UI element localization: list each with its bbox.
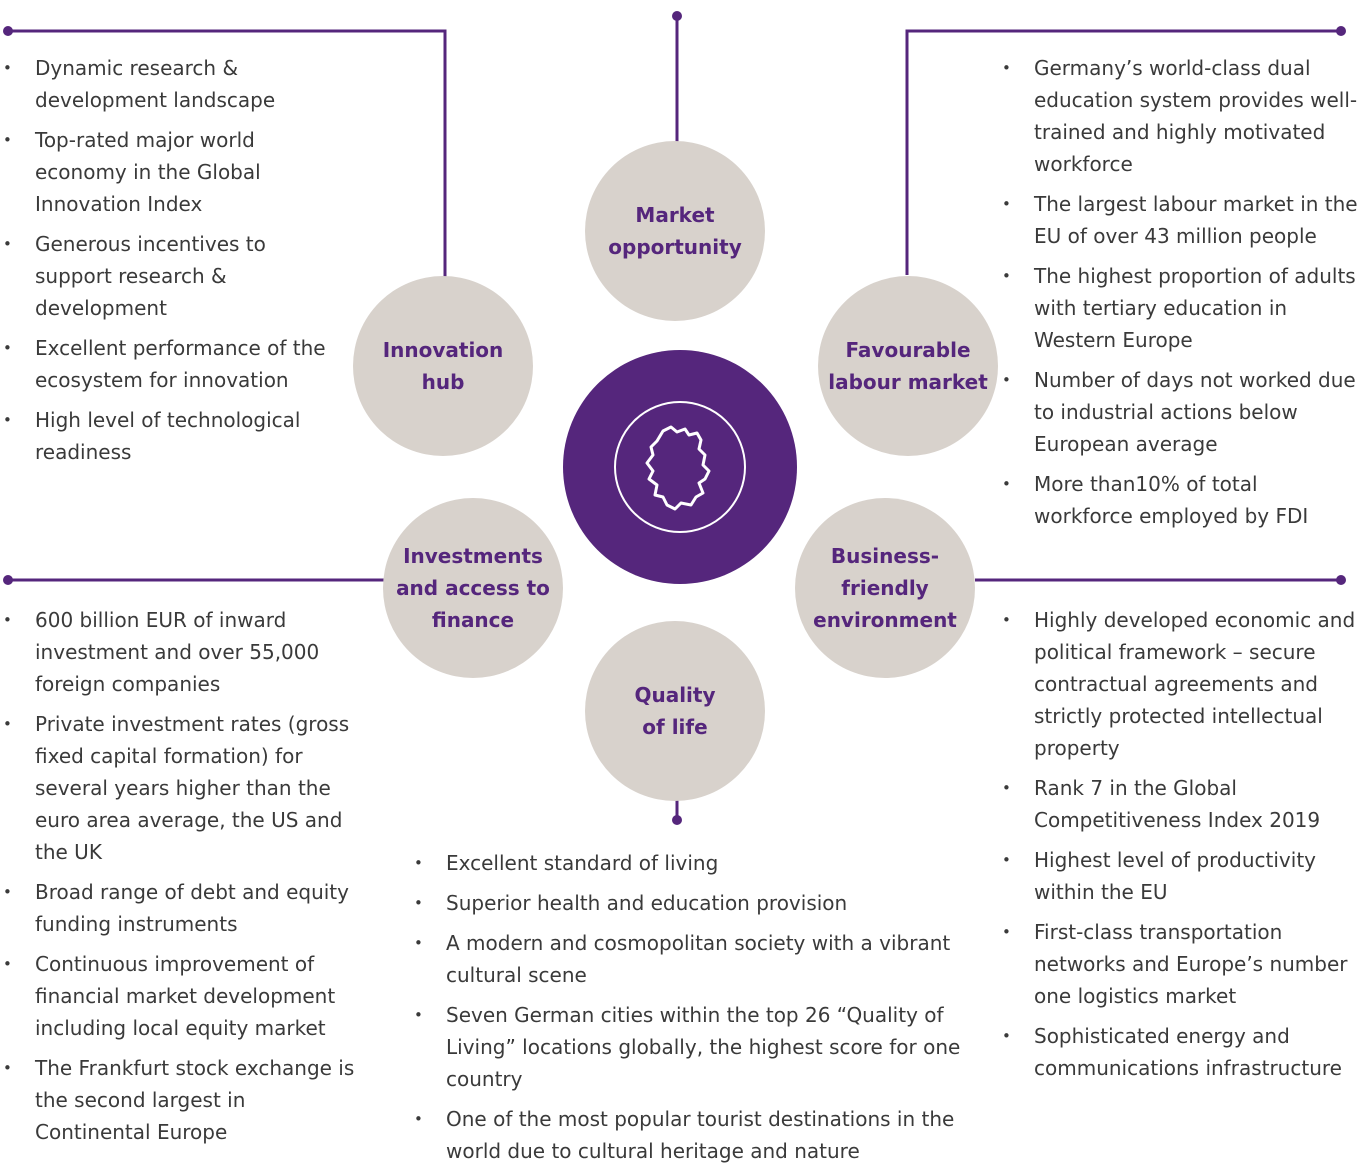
business-list: Highly developed economic and political … xyxy=(1000,604,1360,1092)
business-environment-circle: Business- friendly environment xyxy=(795,498,975,678)
bullet-item: Continuous improvement of financial mark… xyxy=(1,948,363,1044)
market-opportunity-label: Market opportunity xyxy=(608,203,742,259)
connector-dot xyxy=(672,11,682,21)
bullet-item: One of the most popular tourist destinat… xyxy=(412,1103,977,1167)
bullet-item: Private investment rates (gross fixed ca… xyxy=(1,708,363,868)
market-opportunity-circle: Market opportunity xyxy=(585,141,765,321)
innovation-list: Dynamic research & development landscape… xyxy=(1,52,346,476)
bullet-item: The Frankfurt stock exchange is the seco… xyxy=(1,1052,363,1148)
labour-list: Germany’s world-class dual education sys… xyxy=(1000,52,1360,540)
investments-label: Investments and access to finance xyxy=(396,544,550,632)
connector-dot xyxy=(3,575,13,585)
germany-map-icon xyxy=(645,425,711,511)
bullet-item: Germany’s world-class dual education sys… xyxy=(1000,52,1360,180)
bullet-item: Top-rated major world economy in the Glo… xyxy=(1,124,346,220)
labour-market-circle: Favourable labour market xyxy=(818,276,998,456)
center-ring xyxy=(614,401,746,533)
bullet-item: The largest labour market in the EU of o… xyxy=(1000,188,1360,252)
bullet-item: Broad range of debt and equity funding i… xyxy=(1,876,363,940)
bullet-item: Number of days not worked due to industr… xyxy=(1000,364,1360,460)
bullet-item: First-class transportation networks and … xyxy=(1000,916,1360,1012)
center-germany-circle xyxy=(563,350,797,584)
bullet-item: Excellent performance of the ecosystem f… xyxy=(1,332,346,396)
bullet-item: Highest level of productivity within the… xyxy=(1000,844,1360,908)
innovation-hub-circle: Innovation hub xyxy=(353,276,533,456)
business-environment-label: Business- friendly environment xyxy=(813,544,957,632)
connector-dot xyxy=(672,815,682,825)
bullet-item: Seven German cities within the top 26 “Q… xyxy=(412,999,977,1095)
quality-of-life-label: Quality of life xyxy=(634,683,716,739)
bullet-item: Superior health and education provision xyxy=(412,887,977,919)
connector-dot xyxy=(3,26,13,36)
innovation-hub-label: Innovation hub xyxy=(382,338,504,394)
quality-list: Excellent standard of livingSuperior hea… xyxy=(412,847,977,1175)
bullet-item: Dynamic research & development landscape xyxy=(1,52,346,116)
bullet-item: Excellent standard of living xyxy=(412,847,977,879)
bullet-item: Highly developed economic and political … xyxy=(1000,604,1360,764)
bullet-item: A modern and cosmopolitan society with a… xyxy=(412,927,977,991)
bullet-item: Generous incentives to support research … xyxy=(1,228,346,324)
bullet-item: High level of technological readiness xyxy=(1,404,346,468)
investments-list: 600 billion EUR of inward investment and… xyxy=(1,604,363,1156)
bullet-item: Sophisticated energy and communications … xyxy=(1000,1020,1360,1084)
labour-market-label: Favourable labour market xyxy=(828,338,988,394)
bullet-item: 600 billion EUR of inward investment and… xyxy=(1,604,363,700)
quality-of-life-circle: Quality of life xyxy=(585,621,765,801)
connector-dot xyxy=(1336,575,1346,585)
connector-dot xyxy=(1336,26,1346,36)
investments-circle: Investments and access to finance xyxy=(383,498,563,678)
bullet-item: More than10% of total workforce employed… xyxy=(1000,468,1360,532)
bullet-item: Rank 7 in the Global Competitiveness Ind… xyxy=(1000,772,1360,836)
bullet-item: The highest proportion of adults with te… xyxy=(1000,260,1360,356)
